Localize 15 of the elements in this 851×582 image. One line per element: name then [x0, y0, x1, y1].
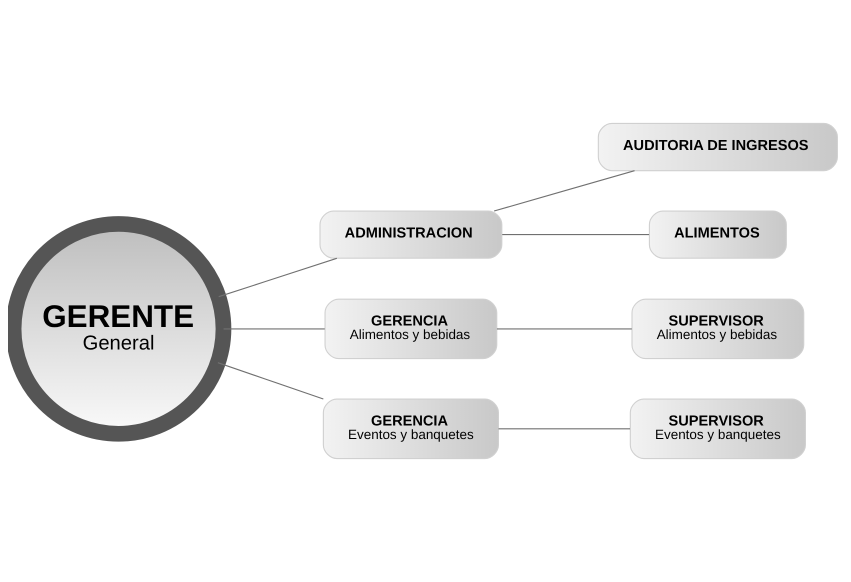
connector — [498, 428, 630, 430]
connector — [494, 170, 635, 212]
connector — [218, 258, 337, 298]
node-box: AUDITORIA DE INGRESOS — [598, 122, 838, 172]
node-box: ADMINISTRACION — [319, 210, 502, 259]
node-circle: GERENTE General — [8, 216, 232, 442]
node-box: SUPERVISOR Alimentos y bebidas — [631, 298, 804, 360]
connector — [224, 328, 325, 330]
connector — [496, 328, 632, 330]
node-box: SUPERVISOR Eventos y banquetes — [630, 398, 806, 460]
node-box: ALIMENTOS — [648, 210, 787, 259]
connector — [218, 362, 324, 400]
connector — [502, 234, 650, 236]
node-box: GERENCIA Alimentos y bebidas — [324, 298, 498, 360]
node-box: GERENCIA Eventos y banquetes — [322, 398, 500, 460]
